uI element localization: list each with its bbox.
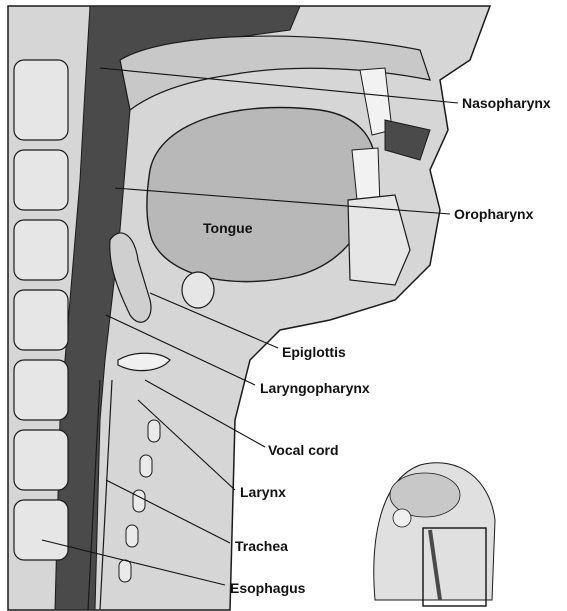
vertebral-column: [14, 60, 68, 560]
label-nasopharynx: Nasopharynx: [462, 95, 551, 111]
label-tongue: Tongue: [203, 220, 253, 236]
label-larynx: Larynx: [240, 484, 286, 500]
label-vocal-cord: Vocal cord: [268, 442, 339, 458]
inset-cerebellum: [393, 509, 411, 527]
label-epiglottis: Epiglottis: [282, 344, 346, 360]
label-laryngopharynx: Laryngopharynx: [260, 380, 370, 396]
label-oropharynx: Oropharynx: [454, 206, 534, 222]
hyoid-bone: [182, 272, 214, 308]
label-esophagus: Esophagus: [230, 580, 306, 596]
label-trachea: Trachea: [235, 538, 288, 554]
locator-inset: [374, 463, 495, 606]
